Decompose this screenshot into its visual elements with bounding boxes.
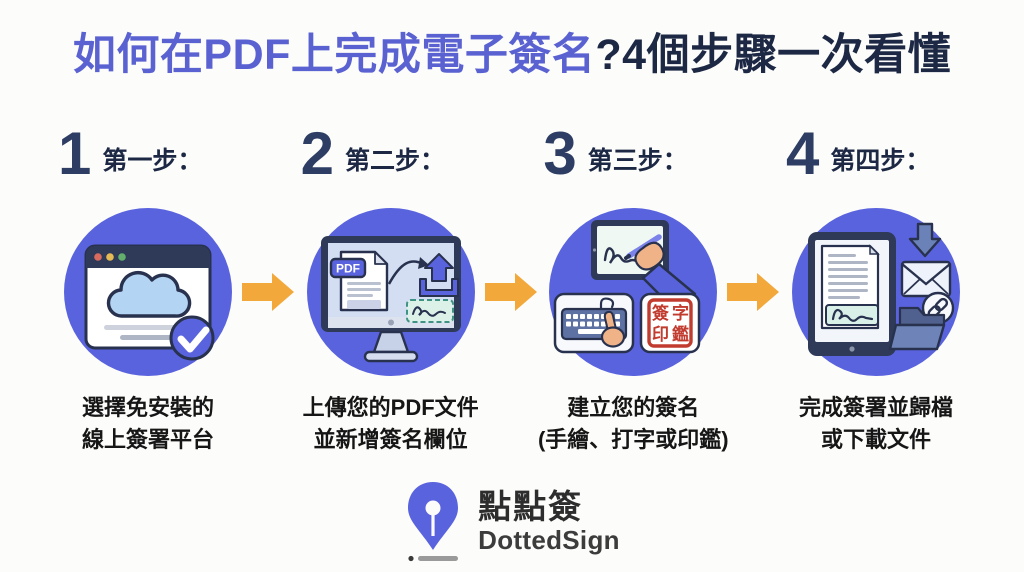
- step-4-desc-line1: 完成簽署並歸檔: [798, 395, 953, 420]
- step-4-header: 4 第四步：: [786, 118, 930, 190]
- step-3-number: 3: [543, 120, 577, 187]
- seal-char: 字: [672, 303, 689, 323]
- seal-stamp-icon: 簽 字 印 鑑: [640, 292, 701, 354]
- step-1-number: 1: [58, 120, 92, 187]
- page-title: 如何在PDF上完成電子簽名?4個步驟一次看懂: [0, 0, 1024, 79]
- step-3-header: 3 第三步：: [543, 118, 687, 190]
- title-rest: ?4個步驟一次看懂: [595, 31, 952, 79]
- step-column-4: 4 第四步：: [764, 118, 988, 456]
- seal-char: 印: [652, 325, 669, 344]
- typing-hand-icon: [601, 310, 626, 348]
- text-line: [120, 335, 176, 340]
- step-3-desc-line2: (手繪、打字或印鑑): [537, 426, 729, 452]
- text-line: [104, 325, 192, 330]
- download-arrow-icon: [908, 222, 942, 258]
- tablet-keyboard-seal-illustration: 簽 字 印 鑑: [549, 208, 718, 376]
- step-column-3: 3 第三步：: [521, 118, 745, 456]
- step-2-number: 2: [300, 120, 335, 187]
- step-1-label: 第一步：: [102, 147, 203, 175]
- seal-char: 鑑: [672, 324, 689, 344]
- step-arrow-icon: [727, 273, 779, 311]
- step-1-desc-line1: 選擇免安裝的: [81, 395, 214, 420]
- step-3-description: 建立您的簽名 (手繪、打字或印鑑): [538, 392, 729, 456]
- pdf-badge: PDF: [329, 257, 366, 279]
- brand-logo: 點點簽 DottedSign: [0, 480, 1024, 564]
- step-arrow-icon: [485, 273, 537, 311]
- folder-icon: [888, 306, 946, 351]
- step-4-label: 第四步：: [830, 147, 931, 175]
- envelope-icon: [900, 260, 952, 298]
- traffic-light-dots-icon: [94, 253, 126, 261]
- step-2-desc-line1: 上傳您的PDF文件: [302, 395, 479, 420]
- step-2-desc-line2: 並新增簽名欄位: [313, 426, 468, 452]
- step-4-desc-line2: 或下載文件: [820, 426, 931, 452]
- step-1-description: 選擇免安裝的 線上簽署平台: [82, 392, 214, 456]
- seal-char: 簽: [652, 303, 670, 323]
- monitor-pdf-upload-illustration: PDF: [306, 208, 475, 376]
- title-highlight: 如何在PDF上完成電子簽名: [72, 31, 596, 79]
- browser-cloud-check-illustration: [64, 208, 232, 376]
- pdf-badge-label: PDF: [336, 262, 360, 276]
- step-3-desc-line1: 建立您的簽名: [567, 395, 700, 420]
- upload-icon: [418, 253, 459, 297]
- signature-field-icon: [405, 299, 454, 323]
- step-2-header: 2 第二步：: [301, 118, 445, 190]
- brand-name-en: DottedSign: [478, 525, 620, 556]
- tablet-download-archive-illustration: [791, 208, 960, 376]
- step-1-desc-line2: 線上簽署平台: [81, 426, 214, 452]
- cloud-icon: [106, 270, 192, 318]
- signed-document-icon: [820, 244, 880, 330]
- step-column-1: 1 第一步：: [36, 118, 260, 456]
- keyboard-card: [554, 292, 635, 354]
- step-4-description: 完成簽署並歸檔 或下載文件: [799, 392, 953, 456]
- step-2-description: 上傳您的PDF文件 並新增簽名欄位: [303, 392, 479, 456]
- check-badge-icon: [169, 315, 215, 361]
- steps-row: 1 第一步：: [0, 118, 1024, 456]
- step-4-number: 4: [785, 120, 820, 187]
- brand-text: 點點簽 DottedSign: [478, 488, 620, 556]
- brand-name-zh: 點點簽: [478, 488, 584, 526]
- step-arrow-icon: [242, 273, 294, 311]
- pen-nib-icon: [408, 482, 459, 562]
- step-3-label: 第三步：: [587, 147, 688, 175]
- step-column-2: 2 第二步：: [279, 118, 503, 456]
- step-2-label: 第二步：: [345, 147, 446, 175]
- step-1-header: 1 第一步：: [58, 118, 202, 190]
